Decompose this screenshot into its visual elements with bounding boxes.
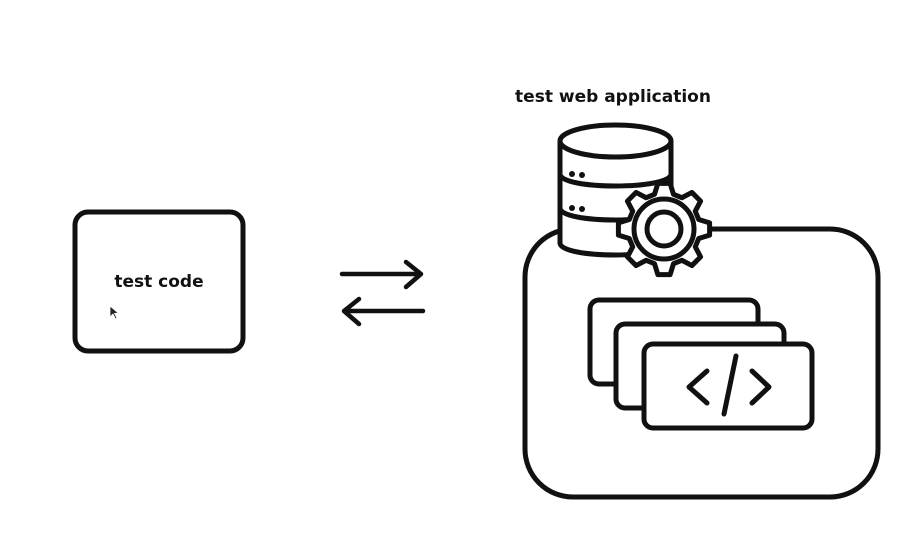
web-app-node: test web application [515,87,881,500]
bidirectional-arrows-icon [339,259,426,327]
gear-icon [615,180,713,278]
arrow-right [339,259,424,290]
mouse-cursor-icon [109,305,120,320]
test-code-label: test code [114,272,203,292]
test-code-box [72,209,246,354]
arrow-left [341,296,426,327]
test-code-node: test code [72,209,246,354]
web-app-label: test web application [515,87,711,107]
code-glyph-icon [686,353,772,417]
